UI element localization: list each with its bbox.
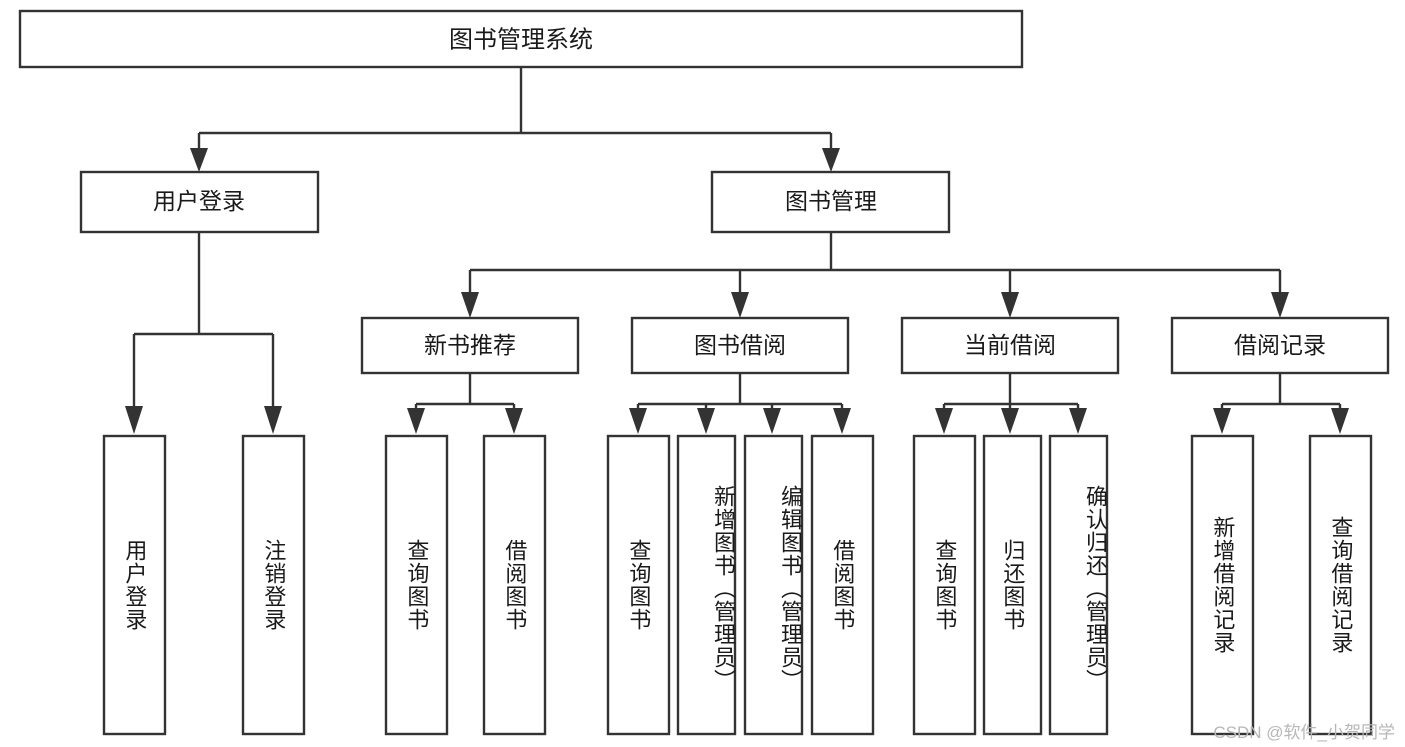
node-new-book-rec-box[interactable] (360, 316, 580, 375)
arrowhead-to-leaf-query-record (1331, 408, 1349, 434)
node-root-label: 图书管理系统 (449, 26, 593, 53)
watermark: CSDN @软件_小贺同学 (1213, 723, 1395, 742)
node-leaf-confirm-return-box[interactable] (1048, 434, 1109, 736)
arrowhead-to-book-borrow (731, 292, 749, 318)
node-borrow-record[interactable]: 借阅记录 (1170, 316, 1390, 375)
node-borrow-record-box[interactable] (1170, 316, 1390, 375)
node-user-login-box[interactable] (79, 170, 320, 234)
arrowhead-to-leaf-query-book-1 (407, 408, 425, 434)
link-book-manage-trunk (468, 232, 1282, 295)
arrowhead-to-leaf-query-book-2 (629, 408, 647, 434)
node-current-borrow[interactable]: 当前借阅 (900, 316, 1120, 375)
node-leaf-user-login-box[interactable] (102, 434, 167, 736)
node-book-borrow-label: 图书借阅 (694, 332, 786, 358)
node-leaf-query-book-3-box[interactable] (912, 434, 977, 736)
link-root-trunk (197, 67, 833, 158)
node-leaf-add-book-box[interactable] (676, 434, 737, 736)
node-root[interactable]: 图书管理系统 (18, 9, 1024, 69)
arrowhead-to-leaf-add-record (1213, 408, 1231, 434)
node-current-borrow-label: 当前借阅 (964, 332, 1056, 358)
arrowhead-to-borrow-record (1271, 292, 1289, 318)
arrowhead-to-leaf-borrow-book-1 (505, 408, 523, 434)
arrowhead-to-leaf-query-book-3 (935, 408, 953, 434)
arrowhead-to-leaf-add-book (697, 408, 715, 434)
link-user-login-trunk (132, 232, 275, 408)
node-current-borrow-box[interactable] (900, 316, 1120, 375)
node-new-book-rec-label: 新书推荐 (424, 332, 516, 358)
node-root-box[interactable] (18, 9, 1024, 69)
node-book-manage-label: 图书管理 (785, 188, 877, 214)
node-user-login[interactable]: 用户登录 (79, 170, 320, 234)
link-new-book-rec-trunk (414, 373, 516, 412)
node-new-book-rec[interactable]: 新书推荐 (360, 316, 580, 375)
arrowhead-to-book-manage (822, 148, 840, 172)
link-current-borrow-trunk (942, 373, 1080, 412)
node-book-manage-box[interactable] (710, 170, 951, 234)
node-leaf-query-record-box[interactable] (1308, 434, 1373, 736)
node-leaf-logout-box[interactable] (241, 434, 306, 736)
link-borrow-record-trunk (1220, 373, 1342, 412)
node-borrow-record-label: 借阅记录 (1234, 332, 1326, 358)
connectors (125, 67, 1349, 434)
node-book-manage[interactable]: 图书管理 (710, 170, 951, 234)
node-book-borrow[interactable]: 图书借阅 (630, 316, 850, 375)
node-leaf-query-book-1-box[interactable] (384, 434, 449, 736)
node-leaf-return-book-box[interactable] (982, 434, 1043, 736)
arrowhead-to-leaf-confirm-return (1069, 408, 1087, 434)
node-leaf-borrow-book-1-box[interactable] (482, 434, 547, 736)
arrowhead-to-new-book-rec (461, 292, 479, 318)
node-leaf-query-book-2-box[interactable] (606, 434, 671, 736)
node-leaf-borrow-book-2-box[interactable] (810, 434, 875, 736)
node-leaf-add-record-box[interactable] (1190, 434, 1255, 736)
node-user-login-label: 用户登录 (153, 188, 245, 214)
arrowhead-to-user-login (190, 148, 208, 172)
arrowhead-to-leaf-logout (264, 406, 282, 434)
node-leaf-edit-book-box[interactable] (743, 434, 804, 736)
arrowhead-to-leaf-edit-book (763, 408, 781, 434)
arrowhead-to-leaf-borrow-book-2 (833, 408, 851, 434)
node-book-borrow-box[interactable] (630, 316, 850, 375)
arrowhead-to-leaf-return-book (1001, 408, 1019, 434)
arrowhead-to-current-borrow (1001, 292, 1019, 318)
link-book-borrow-trunk (636, 373, 844, 412)
arrowhead-to-leaf-user-login (125, 406, 143, 434)
